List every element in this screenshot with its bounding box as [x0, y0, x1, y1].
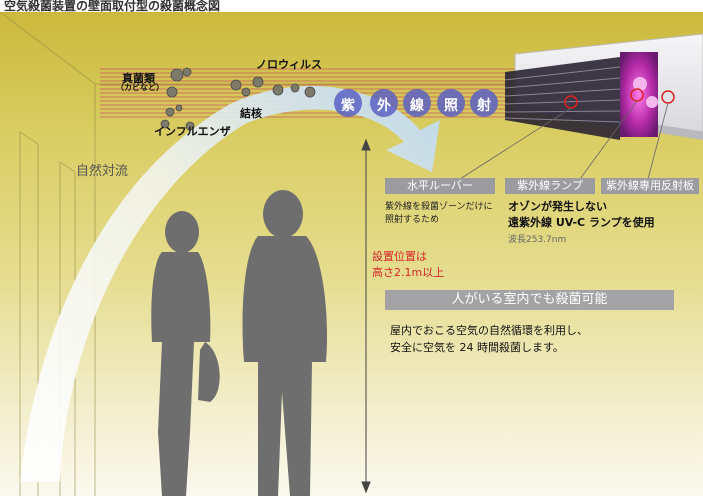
description-line2: 安全に空気を 24 時間殺菌します。 — [390, 341, 564, 354]
room-illustration — [0, 12, 703, 496]
uv-char-3: 線 — [410, 98, 424, 114]
label-uv-reflector: 紫外線専用反射板 — [601, 178, 699, 194]
label-influenza: インフルエンザ — [154, 125, 231, 138]
ozone-line1: オゾンが発生しない — [508, 200, 607, 213]
label-tuberculosis: 結核 — [240, 107, 262, 120]
uv-char-5: 射 — [477, 98, 491, 114]
install-height-line2: 高さ2.1m以上 — [372, 266, 445, 279]
label-fungi-sub: （カビなど） — [116, 83, 164, 92]
label-natural-convection: 自然対流 — [76, 164, 129, 179]
person-silhouettes — [151, 190, 328, 496]
ozone-line2: 遠紫外線 UV-C ランプを使用 — [508, 216, 655, 229]
label-fungi: 真菌類 — [122, 72, 155, 85]
description-line1: 屋内でおこる空気の自然循環を利用し、 — [390, 324, 588, 337]
convection-arrow — [20, 86, 440, 483]
uv-char-2: 外 — [377, 98, 391, 114]
uv-char-4: 照 — [444, 98, 458, 114]
diagram-stage: 真菌類 （カビなど） ノロウィルス 結核 インフルエンザ 紫 外 線 照 射 自… — [0, 12, 703, 496]
louver-desc-line2: 照射するため — [385, 215, 440, 225]
page-header: 空気殺菌装置の壁面取付型の殺菌概念図 — [4, 0, 221, 13]
louver-desc-line1: 紫外線を殺菌ゾーンだけに — [385, 202, 493, 212]
uv-char-1: 紫 — [341, 98, 355, 114]
microbe-icons — [160, 67, 316, 131]
label-horizontal-louver: 水平ルーバー — [385, 178, 495, 194]
woman-silhouette — [151, 211, 220, 496]
height-indicator — [361, 138, 371, 494]
wavelength-text: 波長253.7nm — [508, 235, 567, 245]
install-height-line1: 設置位置は — [372, 250, 427, 263]
uv-text-circles — [334, 89, 498, 117]
safety-banner: 人がいる室内でも殺菌可能 — [385, 290, 674, 310]
label-norovirus: ノロウィルス — [256, 58, 322, 71]
man-silhouette — [242, 190, 328, 496]
label-uv-lamp: 紫外線ランプ — [505, 178, 595, 194]
uv-device — [459, 33, 703, 180]
